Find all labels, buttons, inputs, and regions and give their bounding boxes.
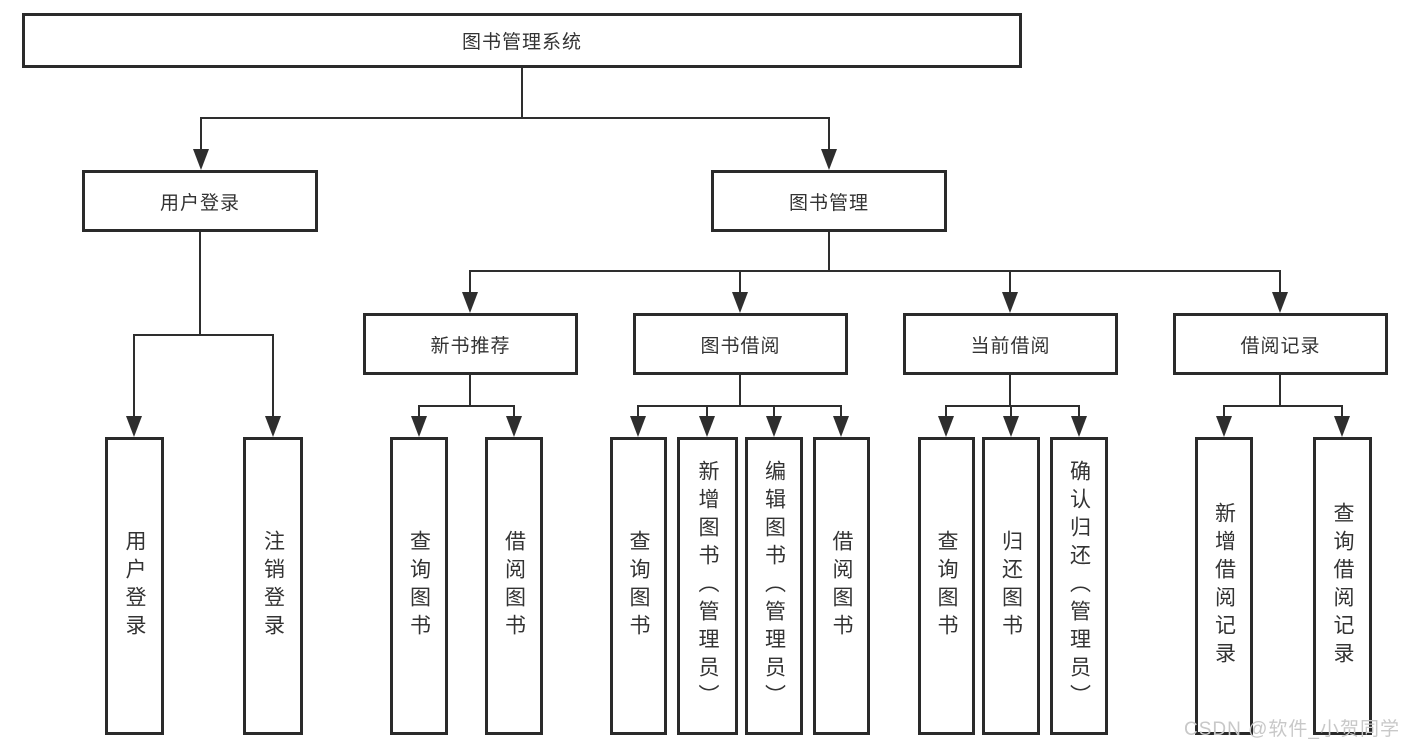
connector-to-leaf-cb-2 (1010, 405, 1012, 420)
connector-root-trunk (521, 68, 523, 118)
node-borrow-record: 借阅记录 (1173, 313, 1388, 375)
connector-current-trunk (1009, 375, 1011, 407)
leaf-label: 归还图书 (999, 530, 1023, 642)
connector-record-trunk (1279, 375, 1281, 407)
connector-to-new-book (469, 270, 471, 296)
connector-login-trunk (199, 232, 201, 336)
node-label: 图书借阅 (700, 335, 781, 357)
arrowhead-book-borrow (732, 292, 748, 313)
node-book-management: 图书管理 (711, 170, 947, 232)
connector-to-leaf-br-1 (1223, 405, 1225, 420)
connector-to-leaf-login-1 (133, 334, 135, 419)
leaf-label: 查询图书 (935, 530, 958, 642)
leaf-br-query-borrow-record: 查询借阅记录 (1313, 437, 1372, 735)
connector-to-current-borrow (1009, 270, 1011, 296)
arrowhead-leaf-nb-2 (506, 416, 522, 437)
node-label: 图书管理系统 (461, 32, 582, 53)
connector-to-user-login (200, 117, 202, 152)
connector-record-fork (1223, 405, 1343, 407)
leaf-bb-borrow-books: 借阅图书 (813, 437, 870, 735)
connector-borrow-trunk (739, 375, 741, 407)
connector-to-borrow-record (1279, 270, 1281, 296)
connector-to-leaf-nb-2 (513, 405, 515, 420)
leaf-label: 新增图书（管理员） (696, 460, 719, 712)
connector-mgmt-fork (469, 270, 1281, 272)
connector-newbook-fork (418, 405, 514, 407)
arrowhead-new-book (462, 292, 478, 313)
leaf-label: 新增借阅记录 (1212, 502, 1236, 670)
connector-to-book-borrow (739, 270, 741, 296)
connector-to-leaf-nb-1 (418, 405, 420, 420)
leaf-label: 编辑图书（管理员） (762, 460, 786, 712)
leaf-br-add-borrow-record: 新增借阅记录 (1195, 437, 1253, 735)
leaf-nb-query-books: 查询图书 (390, 437, 448, 735)
connector-root-fork (200, 117, 829, 119)
arrowhead-leaf-cb-2 (1003, 416, 1019, 437)
node-label: 图书管理 (788, 192, 869, 214)
arrowhead-leaf-login-1 (126, 416, 142, 437)
leaf-cb-query-books: 查询图书 (918, 437, 975, 735)
arrowhead-leaf-br-1 (1216, 416, 1232, 437)
arrowhead-leaf-bb-3 (766, 416, 782, 437)
connector-borrow-fork (637, 405, 842, 407)
leaf-logout: 注销登录 (243, 437, 303, 735)
node-label: 用户登录 (159, 192, 240, 214)
leaf-label: 注销登录 (261, 530, 285, 642)
node-current-borrow: 当前借阅 (903, 313, 1118, 375)
node-label: 当前借阅 (970, 335, 1051, 357)
arrowhead-leaf-bb-4 (833, 416, 849, 437)
leaf-bb-edit-books-admin: 编辑图书（管理员） (745, 437, 803, 735)
node-label: 新书推荐 (430, 335, 511, 357)
arrowhead-leaf-cb-3 (1071, 416, 1087, 437)
arrowhead-leaf-bb-1 (630, 416, 646, 437)
connector-current-fork (945, 405, 1080, 407)
connector-to-leaf-cb-1 (945, 405, 947, 420)
leaf-label: 确认归还（管理员） (1067, 460, 1091, 712)
connector-mgmt-trunk (828, 232, 830, 272)
connector-to-leaf-bb-4 (840, 405, 842, 420)
connector-to-leaf-bb-2 (706, 405, 708, 420)
connector-to-book-mgmt (828, 117, 830, 152)
leaf-bb-query-books: 查询图书 (610, 437, 667, 735)
leaf-cb-confirm-return-admin: 确认归还（管理员） (1050, 437, 1108, 735)
arrowhead-leaf-nb-1 (411, 416, 427, 437)
arrowhead-user-login (193, 149, 209, 170)
leaf-label: 查询图书 (627, 530, 650, 642)
node-library-management-system: 图书管理系统 (22, 13, 1022, 68)
connector-login-fork (133, 334, 274, 336)
connector-to-leaf-cb-3 (1078, 405, 1080, 420)
leaf-label: 用户登录 (123, 530, 146, 642)
leaf-user-login: 用户登录 (105, 437, 164, 735)
leaf-label: 查询图书 (407, 530, 431, 642)
node-user-login: 用户登录 (82, 170, 318, 232)
node-new-book-recommend: 新书推荐 (363, 313, 578, 375)
leaf-cb-return-books: 归还图书 (982, 437, 1040, 735)
leaf-bb-add-books-admin: 新增图书（管理员） (677, 437, 738, 735)
leaf-label: 借阅图书 (830, 530, 853, 642)
connector-to-leaf-bb-3 (773, 405, 775, 420)
arrowhead-leaf-bb-2 (699, 416, 715, 437)
arrowhead-book-mgmt (821, 149, 837, 170)
leaf-label: 借阅图书 (502, 530, 526, 642)
arrowhead-current-borrow (1002, 292, 1018, 313)
arrowhead-leaf-login-2 (265, 416, 281, 437)
connector-to-leaf-bb-1 (637, 405, 639, 420)
leaf-label: 查询借阅记录 (1331, 502, 1354, 670)
connector-newbook-trunk (469, 375, 471, 407)
arrowhead-leaf-br-2 (1334, 416, 1350, 437)
node-book-borrow: 图书借阅 (633, 313, 848, 375)
leaf-nb-borrow-books: 借阅图书 (485, 437, 543, 735)
arrowhead-leaf-cb-1 (938, 416, 954, 437)
node-label: 借阅记录 (1240, 335, 1321, 357)
connector-to-leaf-login-2 (272, 334, 274, 419)
csdn-watermark: CSDN @软件_小贺同学 (1184, 719, 1400, 740)
connector-to-leaf-br-2 (1341, 405, 1343, 420)
arrowhead-borrow-record (1272, 292, 1288, 313)
